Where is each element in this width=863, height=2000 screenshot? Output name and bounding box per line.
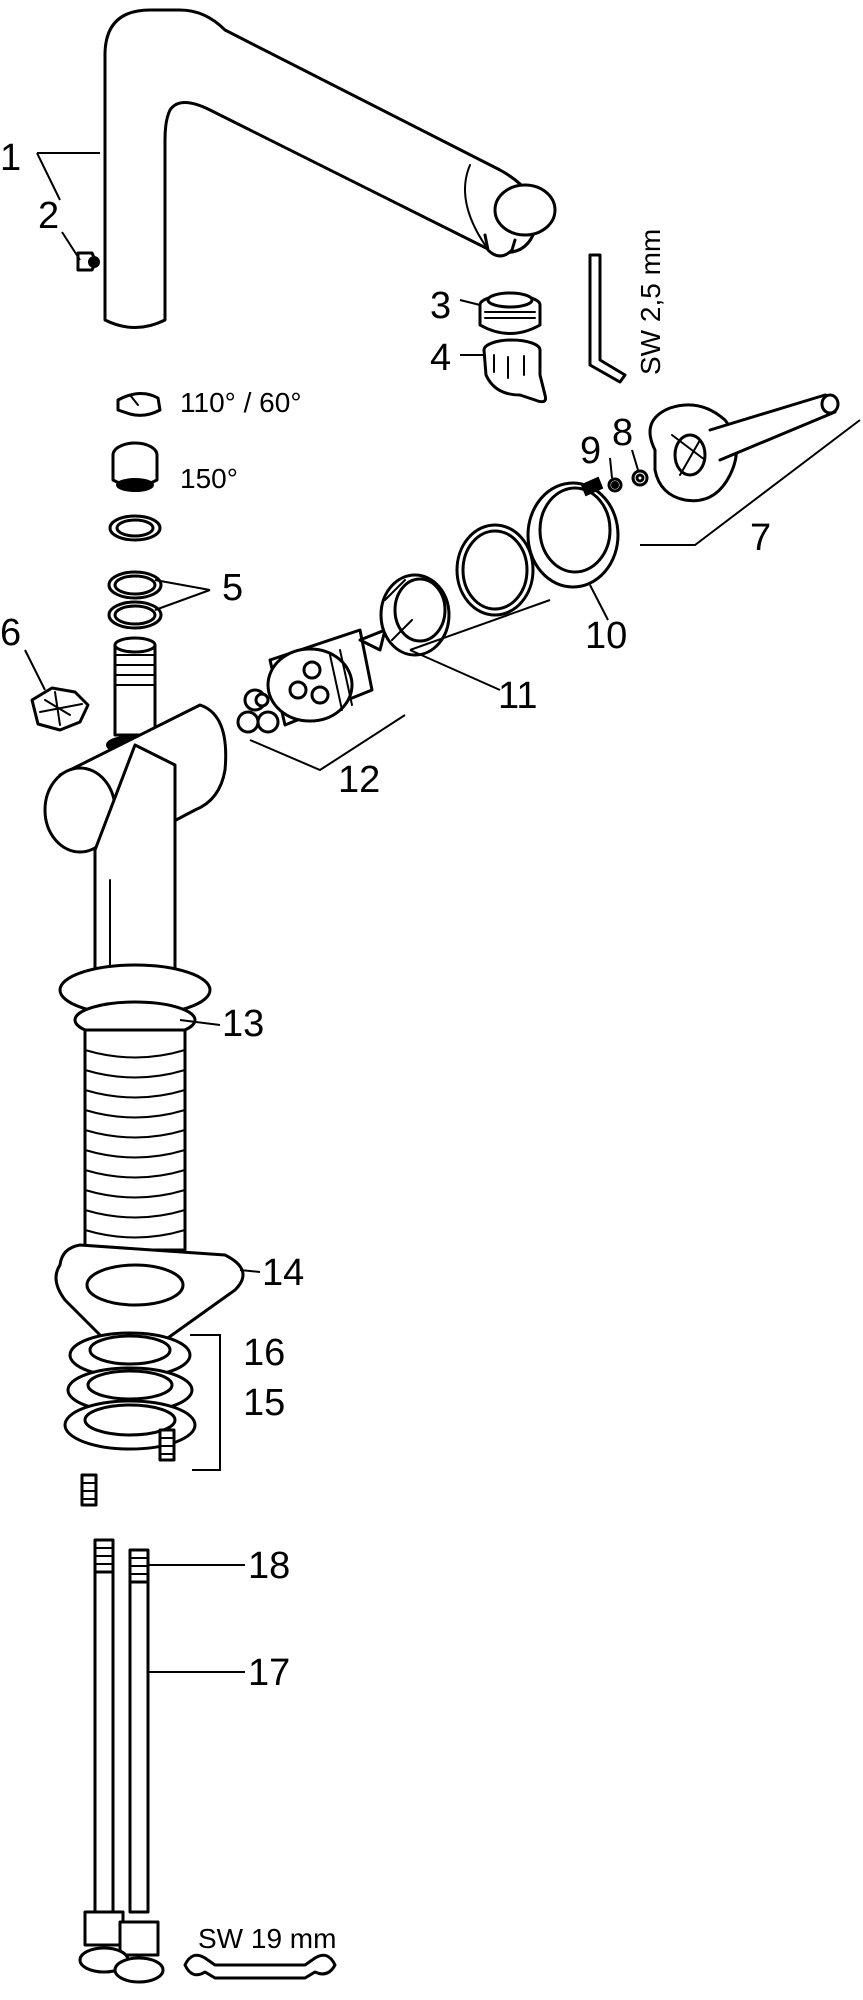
label-10: 10 <box>585 615 627 657</box>
base-screws <box>80 1428 176 1507</box>
spout <box>103 8 557 329</box>
angle-annotation-150: 150° <box>180 463 238 494</box>
handle-screws <box>607 469 649 493</box>
stabilizer-plate <box>54 1243 245 1353</box>
wrench-size: SW 19 mm <box>198 1923 336 1954</box>
label-15: 15 <box>243 1382 285 1424</box>
label-18: 18 <box>248 1545 290 1587</box>
label-6: 6 <box>0 612 21 654</box>
label-11: 11 <box>498 675 537 717</box>
label-13: 13 <box>222 1003 264 1045</box>
o-ring-upper <box>108 514 162 542</box>
wrench-icon <box>183 1953 337 1980</box>
label-16: 16 <box>243 1332 285 1374</box>
aerator-housing <box>482 338 547 404</box>
limiter-clip <box>116 392 162 417</box>
supply-hoses <box>78 1538 165 1984</box>
aerator <box>478 291 542 335</box>
cartridge-o-ring <box>455 523 535 617</box>
mounting-clip <box>30 686 90 732</box>
label-9: 9 <box>580 430 601 472</box>
label-8: 8 <box>612 412 633 454</box>
label-14: 14 <box>262 1252 304 1294</box>
mixer-body <box>43 636 228 1252</box>
cartridge-nut <box>379 573 451 657</box>
hex-key-size: SW 2,5 mm <box>635 229 666 375</box>
o-ring-pair <box>107 570 163 630</box>
label-12: 12 <box>338 759 380 801</box>
label-17: 17 <box>248 1652 290 1694</box>
limiter-ring <box>111 441 159 492</box>
label-2: 2 <box>38 195 59 237</box>
spout-screw <box>76 251 100 272</box>
base-washers <box>63 1331 197 1451</box>
label-7: 7 <box>750 517 771 559</box>
cover-sleeve <box>526 476 620 589</box>
label-3: 3 <box>430 285 451 327</box>
label-1: 1 <box>0 137 21 179</box>
angle-annotation-110-60: 110° / 60° <box>180 387 302 418</box>
hex-key-icon <box>588 253 627 384</box>
lever-handle <box>648 393 840 503</box>
cartridge <box>266 628 387 727</box>
label-5: 5 <box>222 567 243 609</box>
label-4: 4 <box>430 337 451 379</box>
cartridge-seals <box>236 688 280 734</box>
